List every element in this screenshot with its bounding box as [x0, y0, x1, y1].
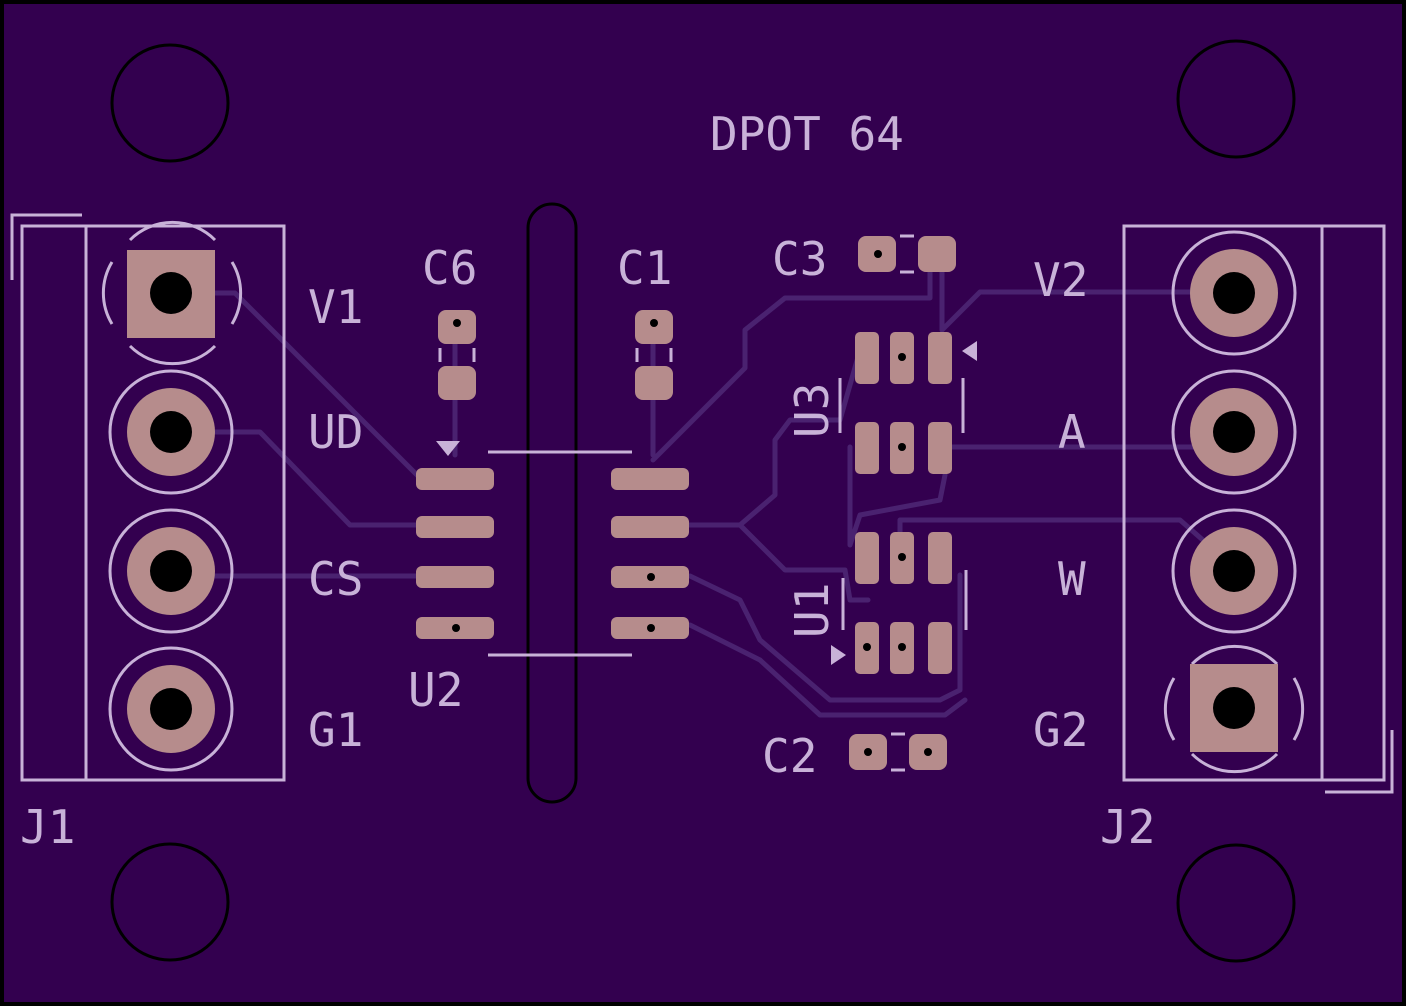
j1-label-pin1: V1 [308, 280, 363, 334]
j1-label-pin4: G1 [308, 703, 363, 757]
j1-label-pin3: CS [308, 552, 363, 606]
j1-pin-4[interactable] [108, 646, 234, 772]
connector-j1 [10, 213, 286, 782]
c6-ref: C6 [422, 241, 477, 295]
j2-pin-1[interactable] [1171, 230, 1297, 356]
j1-pin-1[interactable] [101, 220, 243, 366]
j1-ref: J1 [20, 800, 75, 854]
j1-label-pin2: UD [308, 405, 363, 459]
capacitor-c6[interactable] [438, 310, 476, 400]
capacitor-c1[interactable] [635, 310, 673, 400]
u1-ref: U1 [785, 583, 839, 638]
j1-pin-3[interactable] [108, 508, 234, 634]
isolation-slot [526, 202, 578, 804]
capacitor-c2[interactable] [849, 732, 947, 772]
j2-body [1122, 224, 1386, 782]
capacitor-c3[interactable] [858, 234, 956, 274]
j2-label-pin3: W [1058, 552, 1086, 606]
j2-label-pin2: A [1058, 405, 1086, 459]
j1-pin-2[interactable] [108, 369, 234, 495]
mounting-hole-bottom-right [1176, 843, 1296, 963]
j2-pin-2[interactable] [1171, 369, 1297, 495]
mounting-hole-top-right [1176, 39, 1296, 159]
u3-ref: U3 [785, 383, 839, 438]
c3-ref: C3 [772, 232, 827, 286]
u2-ref: U2 [408, 663, 463, 717]
j2-pin-3[interactable] [1171, 508, 1297, 634]
c1-ref: C1 [617, 241, 672, 295]
j2-ref: J2 [1100, 800, 1155, 854]
ic-u1[interactable] [831, 532, 968, 674]
connector-j2 [1122, 224, 1394, 794]
ic-u3[interactable] [838, 332, 977, 474]
j2-label-pin4: G2 [1033, 703, 1088, 757]
board-title: DPOT 64 [710, 107, 904, 161]
mounting-hole-bottom-left [110, 842, 230, 962]
c2-ref: C2 [762, 729, 817, 783]
j2-pin-4[interactable] [1163, 644, 1305, 774]
j2-label-pin1: V2 [1033, 253, 1088, 307]
mounting-hole-top-left [110, 43, 230, 163]
ic-u2[interactable] [416, 441, 689, 657]
